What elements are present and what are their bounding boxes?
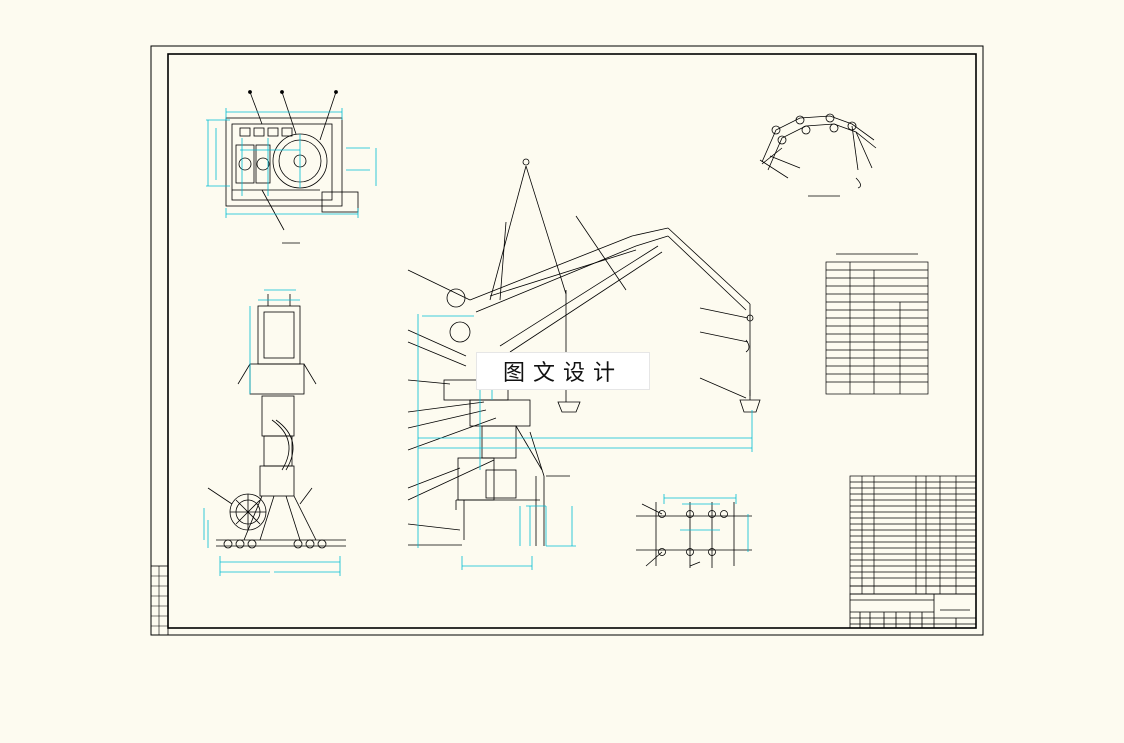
watermark-label: 图文设计 xyxy=(476,352,650,390)
side-elevation-view xyxy=(203,289,346,576)
luffing-system-view xyxy=(759,113,877,197)
title-block xyxy=(849,593,977,629)
parameter-table xyxy=(825,253,929,395)
drawing-frame xyxy=(150,45,984,636)
front-elevation-view xyxy=(407,158,761,570)
plan-view xyxy=(206,90,377,244)
rail-detail-view xyxy=(636,494,752,568)
